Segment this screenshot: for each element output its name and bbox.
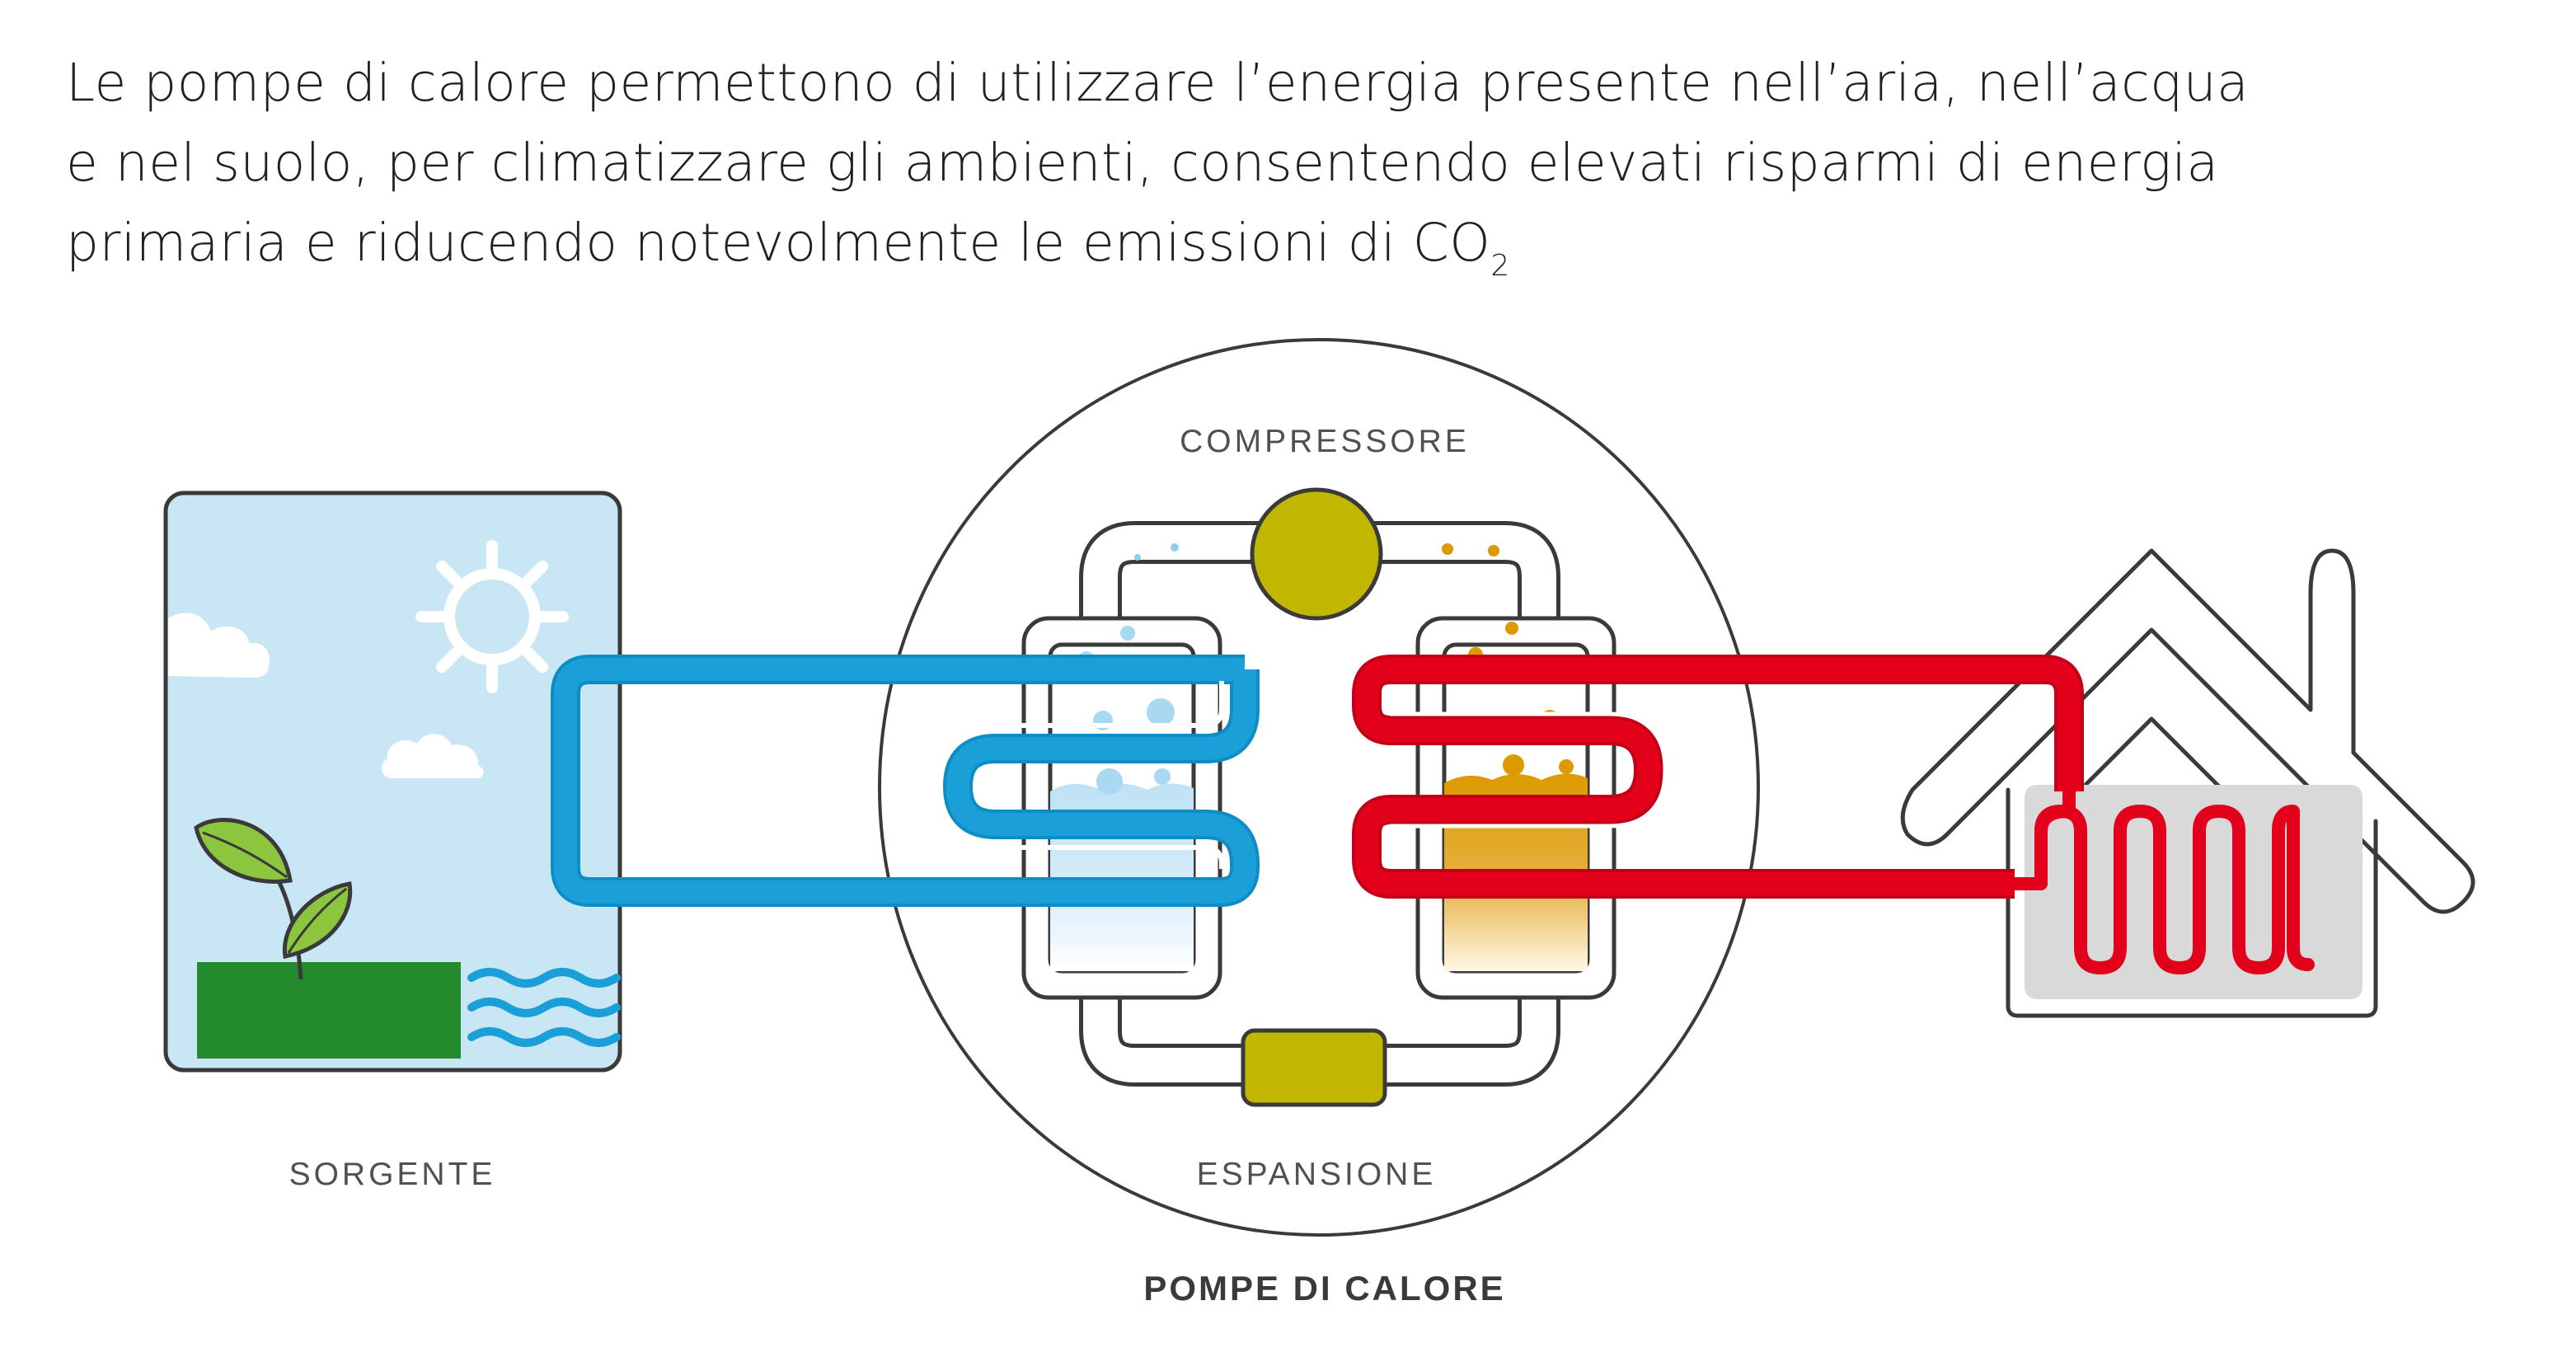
intro-line-3: primaria e riducendo notevolmente le emi… (66, 203, 2539, 306)
hot-droplets (1442, 543, 1499, 556)
espansione-label: ESPANSIONE (1197, 1157, 1437, 1192)
ground-block (197, 962, 461, 1059)
cold-droplets (1134, 543, 1179, 561)
compressore-label: COMPRESSORE (1180, 424, 1470, 459)
hot-loop (1352, 655, 2084, 899)
intro-line-2: e nel suolo, per climatizzare gli ambien… (66, 133, 2219, 193)
sorgente-label: SORGENTE (289, 1157, 496, 1192)
cloud-icon (168, 613, 270, 678)
intro-text: Le pompe di calore permettono di utilizz… (66, 43, 2539, 306)
heat-pump-circle (878, 338, 1760, 1237)
radiator-coil-top (2034, 785, 2076, 838)
plant-icon (194, 817, 353, 980)
water-waves (467, 968, 621, 1047)
co2-subscript: 2 (1490, 249, 1510, 283)
intro-line-3-text: primaria e riducendo notevolmente le emi… (66, 213, 1491, 273)
cold-loop (551, 655, 1260, 907)
radiator-coil (2008, 805, 2315, 974)
expansion-valve (1241, 1028, 1387, 1107)
compressor (1250, 487, 1383, 621)
intro-line-1: Le pompe di calore permettono di utilizz… (66, 53, 2250, 113)
sun-icon (415, 540, 569, 693)
cloud-icon-small (381, 734, 484, 778)
pompe-di-calore-label: POMPE DI CALORE (1143, 1269, 1505, 1308)
source-panel (163, 491, 622, 1073)
sky-background (163, 491, 622, 1073)
